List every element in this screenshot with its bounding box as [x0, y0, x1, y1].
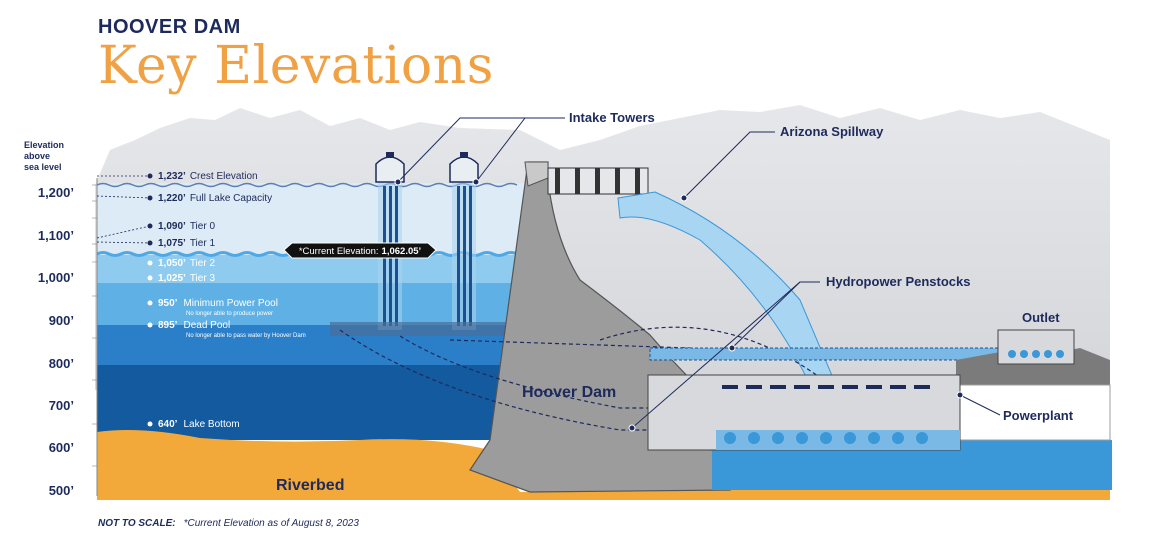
outlet-pipe [649, 347, 1011, 361]
diagram-title: Key Elevations [98, 36, 494, 96]
right-terrain-base [959, 384, 1111, 441]
level-tier-2: 1,050’Tier 2 [158, 258, 215, 269]
not-to-scale-label: NOT TO SCALE: [98, 518, 176, 529]
axis-tick-500: 500’ [49, 483, 74, 498]
level-lake-bottom: 640’Lake Bottom [158, 419, 240, 430]
axis-tick-600: 600’ [49, 440, 74, 455]
penstocks [339, 326, 831, 431]
level-dead-pool: 895’Dead Pool [158, 320, 230, 331]
intake-tower-base [330, 322, 510, 336]
axis-tick-1200: 1,200’ [38, 185, 74, 200]
level-dots-light [147, 260, 153, 427]
spillway-flow [617, 191, 837, 386]
callout-hydropower-penstocks: Hydropower Penstocks [826, 274, 971, 289]
full-lake-wave [96, 182, 518, 188]
callout-powerplant: Powerplant [1003, 408, 1074, 423]
level-leaders [96, 175, 151, 244]
diagram-supertitle: HOOVER DAM [98, 16, 241, 38]
riverbed [97, 430, 1110, 500]
label-hoover-dam: Hoover Dam [522, 384, 616, 401]
water-band-deep [97, 365, 527, 440]
intake-tower-left [375, 152, 405, 330]
spillway-gates [547, 167, 649, 195]
level-tier-1: 1,075’Tier 1 [158, 238, 215, 249]
current-elevation-text: *Current Elevation:1,062.05’ [299, 246, 421, 257]
callout-dots [394, 178, 964, 432]
level-dead-pool-note: No longer able to pass water by Hoover D… [186, 333, 306, 339]
callout-outlet: Outlet [1022, 310, 1060, 325]
axis-tick-1100: 1,100’ [38, 228, 74, 243]
axis-label-line1: Elevation [24, 140, 64, 150]
level-full-lake: 1,220’Full Lake Capacity [158, 193, 272, 204]
callout-intake-towers: Intake Towers [569, 110, 655, 125]
callout-arizona-spillway: Arizona Spillway [780, 124, 884, 139]
level-min-power-pool-note: No longer able to produce power [186, 311, 273, 317]
elevation-levels: 1,232’Crest Elevation 1,220’Full Lake Ca… [158, 171, 306, 430]
axis-tick-labels: 1,200’ 1,100’ 1,000’ 900’ 800’ 700’ 600’… [38, 185, 74, 498]
current-elevation-note: *Current Elevation as of August 8, 2023 [183, 518, 359, 529]
footnote: NOT TO SCALE: *Current Elevation as of Au… [98, 518, 359, 529]
axis-tick-700: 700’ [49, 398, 74, 413]
callout-leaders [397, 117, 1001, 429]
axis-tick-1000: 1,000’ [38, 270, 74, 285]
current-elevation-badge: *Current Elevation:1,062.05’ [283, 242, 437, 259]
outlet-structure [997, 329, 1075, 365]
level-crest: 1,232’Crest Elevation [158, 171, 258, 182]
axis-label-line3: sea level [24, 162, 62, 172]
level-tier-0: 1,090’Tier 0 [158, 221, 215, 232]
level-dots [147, 173, 153, 246]
intake-tower-right [449, 152, 479, 330]
elevation-axis-minor-ticks [92, 184, 97, 467]
turbine-units [722, 385, 930, 389]
level-tier-3: 1,025’Tier 3 [158, 273, 215, 284]
axis-tick-900: 900’ [49, 313, 74, 328]
axis-label-line2: above [24, 151, 50, 161]
axis-tick-800: 800’ [49, 356, 74, 371]
label-riverbed: Riverbed [276, 477, 344, 494]
turbine-splashes [724, 432, 928, 444]
level-min-power-pool: 950’Minimum Power Pool [158, 298, 278, 309]
outlet-valves [1008, 350, 1064, 358]
